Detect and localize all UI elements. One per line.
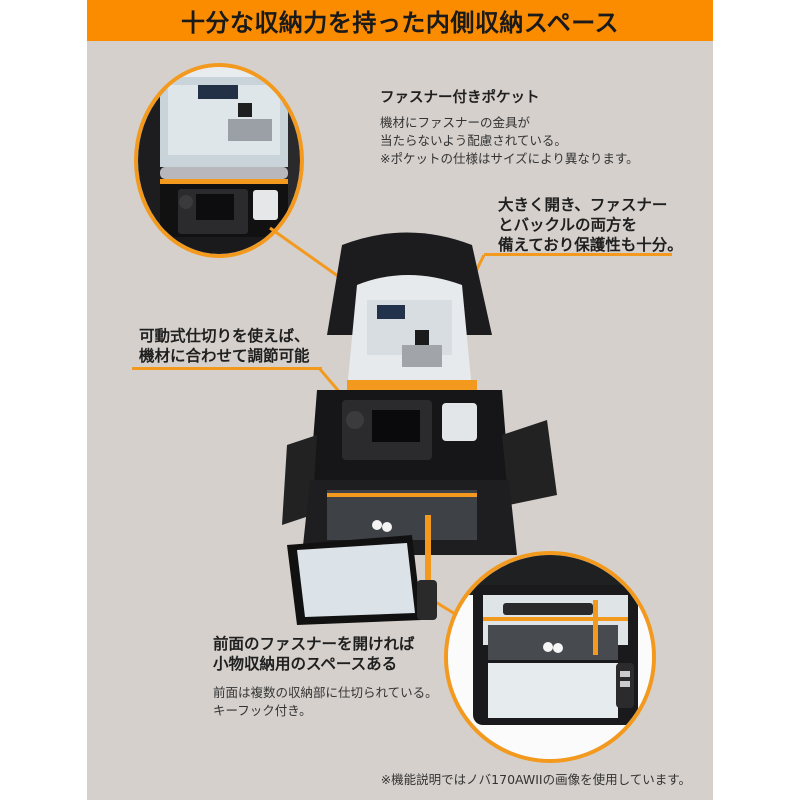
callout-title: 可動式仕切りを使えば、 機材に合わせて調節可能 xyxy=(139,327,310,365)
infographic-panel: 十分な収納力を持った内側収納スペース xyxy=(87,0,713,800)
front-pocket-closeup-image xyxy=(444,551,656,763)
callout-title: ファスナー付きポケット xyxy=(380,90,540,106)
connector-line-opening xyxy=(484,253,672,256)
callout-dividers: 可動式仕切りを使えば、 機材に合わせて調節可能 xyxy=(139,326,329,366)
callout-title: 前面のファスナーを開ければ 小物収納用のスペースある xyxy=(213,635,415,673)
callout-front-pocket: 前面のファスナーを開ければ 小物収納用のスペースある 前面は複数の収納部に仕切ら… xyxy=(213,634,473,720)
connector-line-dividers xyxy=(132,367,322,370)
callout-wide-opening: 大きく開き、ファスナー とバックルの両方を 備えており保護性も十分。 xyxy=(498,195,708,255)
camera-bag-main-image xyxy=(282,232,557,625)
header-banner: 十分な収納力を持った内側収納スペース xyxy=(87,0,713,41)
callout-body: 前面は複数の収納部に仕切られている。 キーフック付き。 xyxy=(213,685,438,718)
callout-zipper-pocket: ファスナー付きポケット 機材にファスナーの金具が 当たらないよう配慮されている。… xyxy=(380,89,700,168)
page-title: 十分な収納力を持った内側収納スペース xyxy=(180,9,620,37)
footnote: ※機能説明ではノバ170AWIIの画像を使用しています。 xyxy=(380,772,691,787)
callout-body: 機材にファスナーの金具が 当たらないよう配慮されている。 ※ポケットの仕様はサイ… xyxy=(380,115,639,166)
front-pocket-illustration xyxy=(448,555,652,759)
callout-title: 大きく開き、ファスナー とバックルの両方を 備えており保護性も十分。 xyxy=(498,196,683,254)
